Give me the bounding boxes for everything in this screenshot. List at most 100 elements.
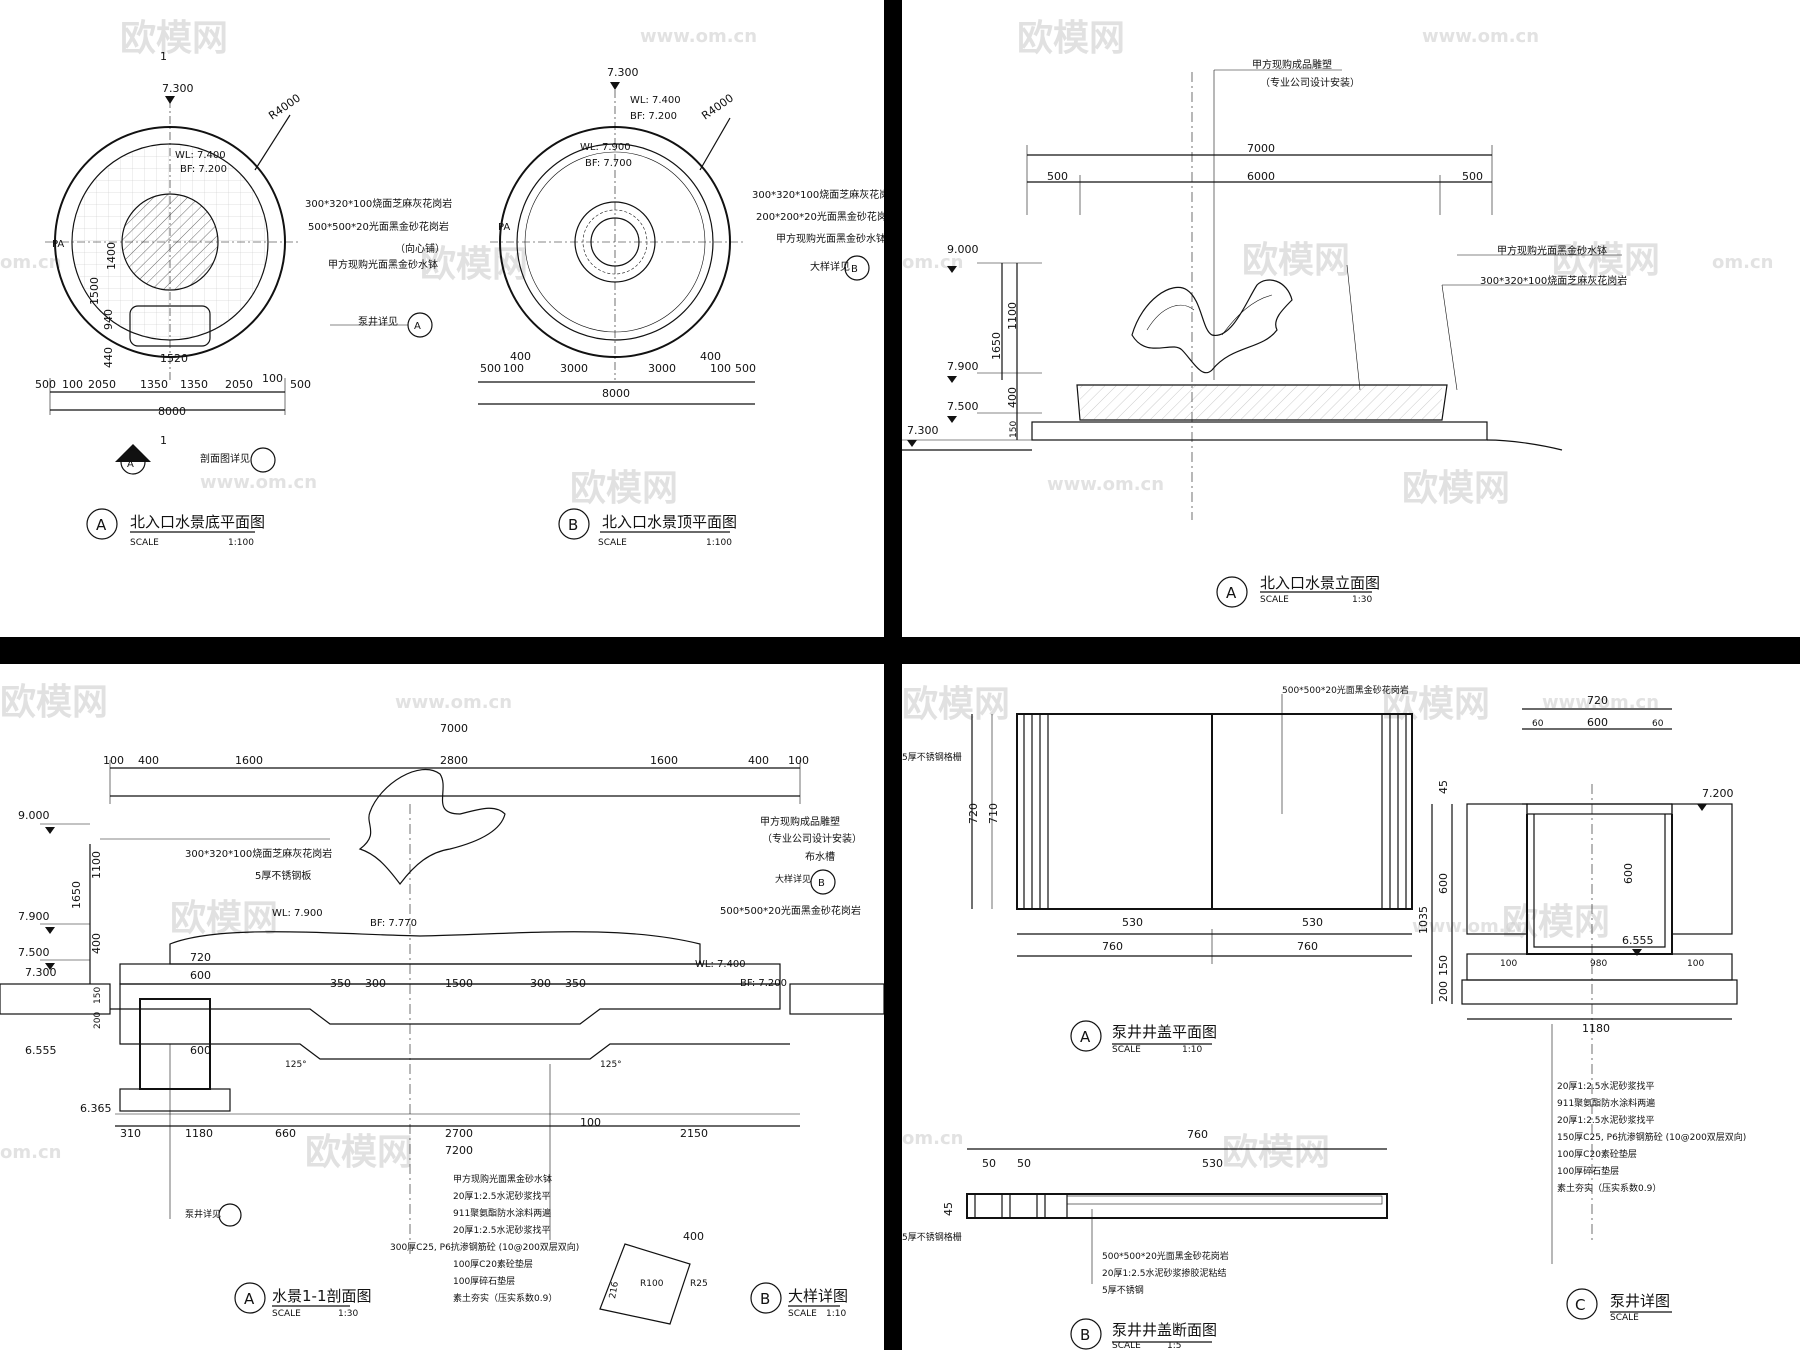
svg-text:8000: 8000	[602, 387, 630, 400]
watermark-brand-5: 欧模网	[1242, 240, 1350, 281]
svg-text:600: 600	[190, 969, 211, 982]
pump-circle: C	[1575, 1296, 1585, 1314]
plan-a-ref: 剖面图详见	[200, 452, 250, 465]
svg-text:400: 400	[510, 350, 531, 363]
cover-section-dim-530: 530	[1202, 1157, 1223, 1170]
watermark-brand-12: 欧模网	[1382, 684, 1490, 725]
pump-dim-100b: 100	[1687, 959, 1704, 969]
svg-text:100: 100	[103, 754, 124, 767]
svg-text:350: 350	[330, 977, 351, 990]
watermark-brand-6: 欧模网	[1552, 240, 1660, 281]
pump-dim-60b: 60	[1652, 719, 1664, 729]
plan-a-wl: WL: 7.400	[175, 150, 226, 161]
panel-plans: 欧模网 www.om.cn om.cn 欧模网 欧模网 www.om.cn 7.…	[0, 0, 884, 637]
svg-text:7200: 7200	[445, 1144, 473, 1157]
cover-plan-dim-530b: 530	[1302, 916, 1323, 929]
plan-a-scale: 1:100	[228, 538, 254, 548]
plan-a-radius: R4000	[266, 91, 303, 122]
section-note-6: 300*320*100烧面芝麻灰花岗岩	[185, 847, 332, 860]
svg-text:9.000: 9.000	[18, 809, 50, 822]
section-note-2: （专业公司设计安装）	[762, 832, 862, 845]
svg-text:660: 660	[275, 1127, 296, 1140]
svg-text:400: 400	[700, 350, 721, 363]
svg-text:440: 440	[102, 347, 115, 368]
svg-text:400: 400	[748, 754, 769, 767]
cover-section-circle: B	[1080, 1326, 1090, 1344]
svg-text:甲方现购光面黑金砂水钵: 甲方现购光面黑金砂水钵	[453, 1173, 552, 1185]
section-wl2: WL: 7.400	[695, 959, 746, 970]
elev-dim-1650: 1650	[990, 332, 1003, 360]
watermark-url-3: www.om.cn	[200, 472, 317, 493]
plan-b-note-1: 300*320*100烧面芝麻灰花岗岩	[752, 188, 884, 201]
plan-a-section-mark: 1	[160, 50, 167, 63]
svg-text:1350: 1350	[140, 378, 168, 391]
panel-elevation: 欧模网 www.om.cn 欧模网 om.cn 欧模网 om.cn www.om…	[902, 0, 1800, 637]
plan-a-note-2: 500*500*20光面黑金砂花岗岩	[308, 220, 449, 233]
pump-dim-980: 980	[1590, 959, 1607, 969]
section-scale-label: SCALE	[272, 1309, 301, 1319]
svg-text:20厚1:2.5水泥砂浆找平: 20厚1:2.5水泥砂浆找平	[1557, 1114, 1655, 1126]
pump-dim-720: 720	[1587, 694, 1608, 707]
svg-text:100: 100	[788, 754, 809, 767]
elev-level-2: 7.900	[947, 360, 979, 373]
plan-a-note-3: （向心铺）	[395, 242, 445, 255]
cover-section-dim-760: 760	[1187, 1128, 1208, 1141]
plan-a-note-5: 泵井详见	[358, 315, 398, 328]
cover-plan-scale-label: SCALE	[1112, 1045, 1141, 1055]
section-scale: 1:30	[338, 1309, 358, 1319]
svg-text:2700: 2700	[445, 1127, 473, 1140]
cover-plan-note-left: 5厚不锈钢格栅	[902, 751, 962, 763]
cover-section-title: 泵井井盖断面图	[1112, 1321, 1217, 1339]
svg-text:720: 720	[190, 951, 211, 964]
section-tag-b: B	[818, 878, 825, 889]
plan-a-note-4: 甲方现购光面黑金砂水钵	[328, 258, 438, 271]
section-levels: 9.000 7.900 7.500 7.300 6.555 6.365	[18, 809, 112, 1115]
watermark-url-8: www.om.cn	[395, 692, 512, 713]
watermark-brand-7: 欧模网	[1402, 468, 1510, 509]
section-bf2: BF: 7.200	[740, 978, 787, 989]
pump-dim-1180: 1180	[1582, 1022, 1610, 1035]
watermark-url-10: www.om.cn	[1542, 692, 1659, 713]
svg-text:500: 500	[735, 362, 756, 375]
svg-text:3000: 3000	[648, 362, 676, 375]
cover-section-drawing	[966, 1148, 1388, 1350]
elev-level-1: 9.000	[947, 243, 979, 256]
svg-text:1520: 1520	[160, 352, 188, 365]
svg-text:300: 300	[365, 977, 386, 990]
svg-text:400: 400	[138, 754, 159, 767]
pump-elev-top: 7.200	[1702, 787, 1734, 800]
svg-text:100厚C20素砼垫层: 100厚C20素砼垫层	[1557, 1148, 1637, 1160]
elev-level-4: 7.300	[907, 424, 939, 437]
cover-section-dim-50b: 50	[1017, 1157, 1031, 1170]
section-top-dims: 100 400 1600 2800 1600 400 100	[103, 754, 809, 767]
svg-text:100厚碎石垫层: 100厚碎石垫层	[453, 1275, 515, 1287]
svg-text:6.555: 6.555	[25, 1044, 57, 1057]
cover-plan-drawing	[971, 694, 1413, 1052]
watermark-brand: 欧模网	[120, 18, 228, 59]
pump-dim-1035: 1035	[1417, 906, 1430, 934]
svg-text:2800: 2800	[440, 754, 468, 767]
cover-plan-dim-760b: 760	[1297, 940, 1318, 953]
pump-dim-150: 150	[1437, 955, 1450, 976]
detail-circle: B	[760, 1290, 770, 1308]
svg-text:100: 100	[503, 362, 524, 375]
svg-text:350: 350	[565, 977, 586, 990]
plan-b-drawing	[478, 82, 870, 540]
svg-text:3000: 3000	[560, 362, 588, 375]
section-title: 水景1-1剖面图	[272, 1287, 372, 1305]
svg-text:20厚1:2.5水泥砂浆找平: 20厚1:2.5水泥砂浆找平	[453, 1190, 551, 1202]
watermark-url-5: om.cn	[902, 252, 963, 273]
plan-a-ref-tag: A	[127, 459, 134, 470]
pump-dim-600-top: 600	[1587, 716, 1608, 729]
watermark-brand-3: 欧模网	[570, 468, 678, 509]
svg-text:100厚碎石垫层: 100厚碎石垫层	[1557, 1165, 1619, 1177]
detail-title: 大样详图	[788, 1287, 848, 1305]
svg-text:1400: 1400	[105, 242, 118, 270]
pump-dim-200: 200	[1437, 981, 1450, 1002]
svg-text:911聚氨酯防水涂料两遍: 911聚氨酯防水涂料两遍	[453, 1207, 551, 1219]
plan-b-scale: 1:100	[706, 538, 732, 548]
svg-text:500: 500	[35, 378, 56, 391]
cover-plan-circle: A	[1080, 1028, 1091, 1046]
plan-a-side: PA	[52, 239, 64, 250]
plan-b-scale-label: SCALE	[598, 538, 627, 548]
